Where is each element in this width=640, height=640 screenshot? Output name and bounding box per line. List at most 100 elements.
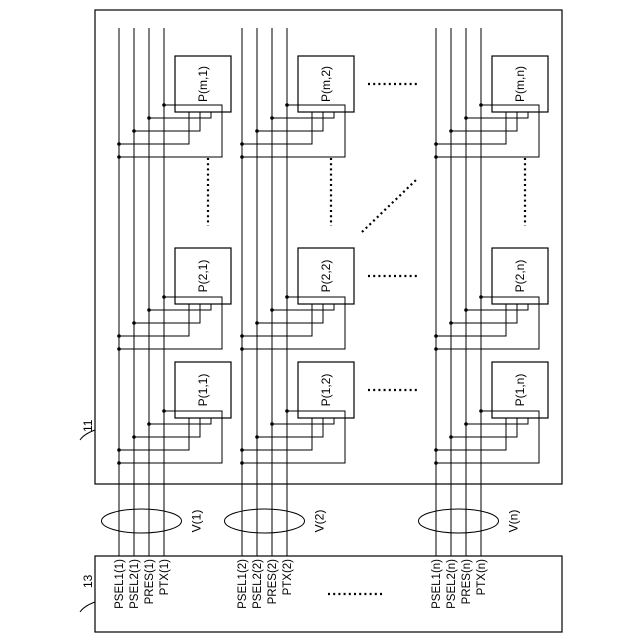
pixel-tap <box>466 112 528 118</box>
junction-dot <box>449 435 453 439</box>
pixel-label: P(2,2) <box>319 260 333 293</box>
pixel-tap <box>272 304 334 310</box>
junction-dot <box>434 334 438 338</box>
pixel-tap <box>436 304 506 336</box>
junction-dot <box>255 435 259 439</box>
pixel-tap <box>119 418 189 450</box>
signal-label: PTX(2) <box>282 559 294 596</box>
junction-dot <box>132 321 136 325</box>
junction-dot <box>132 129 136 133</box>
junction-dot <box>464 422 468 426</box>
pixel-tap <box>119 112 189 144</box>
ellipsis-diagonal <box>362 180 416 232</box>
junction-dot <box>117 142 121 146</box>
signal-label: PRES(2) <box>267 559 279 605</box>
junction-dot <box>162 409 166 413</box>
junction-dot <box>255 321 259 325</box>
pixel-tap <box>451 112 517 131</box>
junction-dot <box>162 103 166 107</box>
pixel-tap <box>257 418 323 437</box>
junction-dot <box>270 422 274 426</box>
pixel-tap <box>466 418 528 424</box>
junction-dot <box>434 448 438 452</box>
bundle-ellipse <box>225 509 305 533</box>
junction-dot <box>240 334 244 338</box>
pixel-label: P(1,1) <box>196 374 210 407</box>
pixel-label: P(m,1) <box>196 66 210 102</box>
pixel-tap <box>466 304 528 310</box>
junction-dot <box>479 295 483 299</box>
junction-dot <box>285 295 289 299</box>
pixel-tap <box>451 418 517 437</box>
signal-label: PSEL1(1) <box>114 559 126 609</box>
pixel-tap <box>134 304 200 323</box>
pixel-label: P(m,n) <box>513 66 527 102</box>
signal-label: PSEL2(n) <box>446 559 458 609</box>
pixel-column-2: P(m,2)P(2,2)P(1,2)V(2)PSEL1(2)PSEL2(2)PR… <box>225 28 355 609</box>
pixel-tap <box>134 112 200 131</box>
pixel-tap <box>134 418 200 437</box>
pixel-tap <box>436 418 506 450</box>
junction-dot <box>464 308 468 312</box>
junction-dot <box>285 409 289 413</box>
signal-label: PRES(n) <box>461 559 473 605</box>
junction-dot <box>270 308 274 312</box>
bundle-ellipse <box>419 509 499 533</box>
pixel-column-n: P(m,n) P(2,n) P(1,n) V(n) PSEL1(n)PSEL2(n)PR… <box>419 28 549 609</box>
junction-dot <box>285 103 289 107</box>
pixel-tap <box>149 112 211 118</box>
pixel-tap <box>272 112 334 118</box>
pixel-tap <box>119 304 189 336</box>
pixel-label: P(2,1) <box>196 260 210 293</box>
junction-dot <box>479 103 483 107</box>
signal-label: PRES(1) <box>144 559 156 605</box>
junction-dot <box>240 448 244 452</box>
signal-label: PSEL1(2) <box>237 559 249 609</box>
pixel-label: P(2,n) <box>513 260 527 293</box>
pixel-tap <box>149 418 211 424</box>
junction-dot <box>117 448 121 452</box>
pixel-column-1: P(m,1) P(2,1) P(1,1) V(1) PSEL1(1)PSEL2(1)PR… <box>102 28 232 609</box>
signal-label: PTX(1) <box>159 559 171 596</box>
pixel-tap <box>242 418 312 450</box>
pixel-array-ref: 11 <box>81 419 95 432</box>
pixel-tap <box>272 418 334 424</box>
pixel-label: P(m,2) <box>319 66 333 102</box>
pixel-array-ref-marker: 11 <box>80 419 95 440</box>
pixel-tap <box>149 304 211 310</box>
pixel-tap <box>451 304 517 323</box>
junction-dot <box>434 142 438 146</box>
junction-dot <box>255 129 259 133</box>
junction-dot <box>270 116 274 120</box>
junction-dot <box>147 308 151 312</box>
ellipsis-marks <box>208 84 525 594</box>
signal-label: PSEL2(1) <box>129 559 141 609</box>
junction-dot <box>117 334 121 338</box>
junction-dot <box>147 422 151 426</box>
bundle-ellipse <box>102 509 182 533</box>
bundle-label: V(1) <box>190 510 204 533</box>
pixel-label: P(1,n) <box>513 374 527 407</box>
pixel-tap <box>257 112 323 131</box>
junction-dot <box>449 129 453 133</box>
pixel-tap <box>257 304 323 323</box>
pixel-tap <box>242 112 312 144</box>
vertical-circuit-ref-marker: 13 <box>80 574 95 612</box>
junction-dot <box>162 295 166 299</box>
pixel-columns: P(m,1)P(2,1)P(1,1)V(1)PSEL1(1)PSEL2(1)PR… <box>102 28 549 609</box>
pixel-label: P(1,2) <box>319 374 333 407</box>
pixel-tap <box>242 304 312 336</box>
junction-dot <box>479 409 483 413</box>
signal-label: PSEL1(n) <box>431 559 443 609</box>
bundle-label: V(n) <box>507 510 521 533</box>
junction-dot <box>132 435 136 439</box>
junction-dot <box>240 142 244 146</box>
junction-dot <box>449 321 453 325</box>
signal-label: PTX(n) <box>476 559 488 596</box>
pixel-tap <box>436 112 506 144</box>
junction-dot <box>147 116 151 120</box>
signal-label: PSEL2(2) <box>252 559 264 609</box>
vertical-circuit-ref: 13 <box>81 574 95 588</box>
junction-dot <box>464 116 468 120</box>
